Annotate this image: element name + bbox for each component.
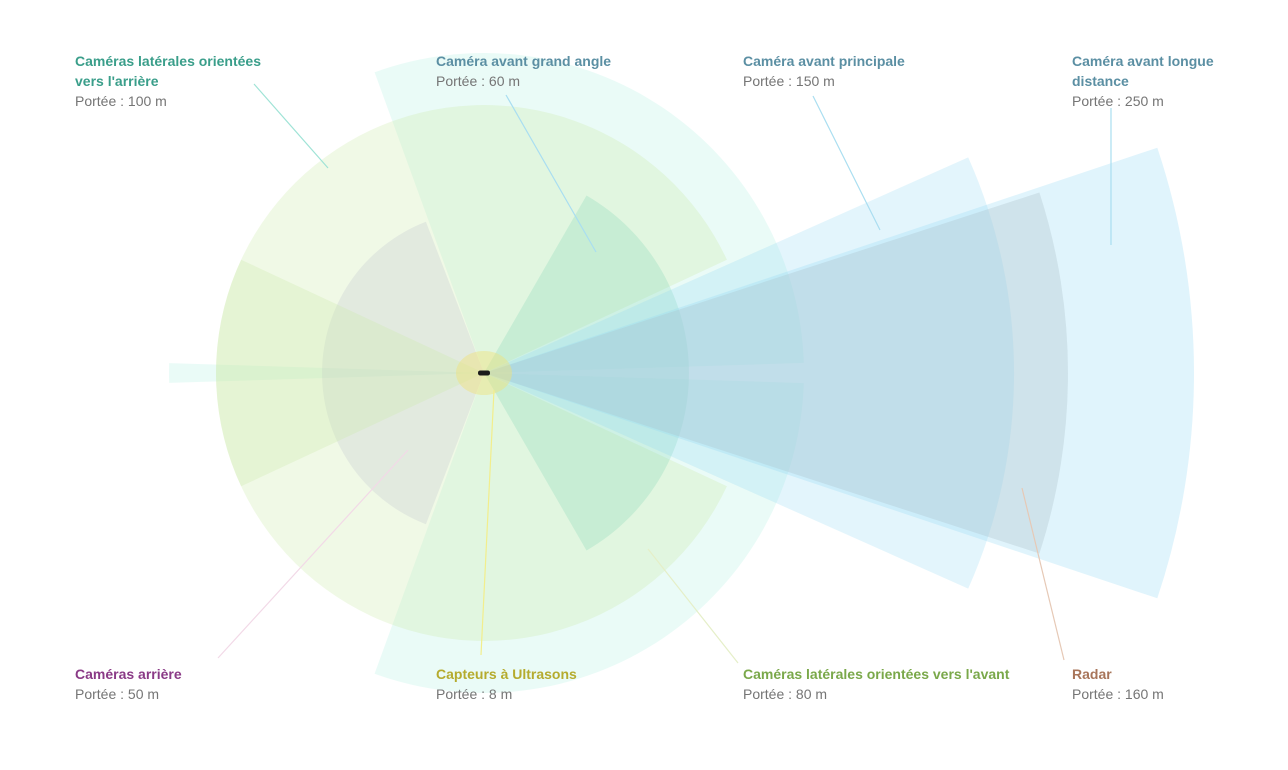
ultrasonic-sensors-title: Capteurs à Ultrasons (436, 666, 577, 682)
label-radar: Radar Portée : 160 m (1072, 664, 1247, 704)
side-rear-upper-sector (374, 53, 804, 374)
leader-lines (217, 83, 1112, 664)
side-rear-back-sliver (169, 363, 484, 383)
main-forward-camera-title: Caméra avant principale (743, 53, 905, 69)
side-forward-upper-sector (216, 105, 727, 487)
side-rear-leader (253, 83, 329, 169)
side-rear-cameras-range: Portée : 100 m (75, 93, 167, 109)
label-ultrasonic-sensors: Capteurs à Ultrasons Portée : 8 m (436, 664, 666, 704)
rear-cameras-range: Portée : 50 m (75, 686, 160, 702)
side-rear-cameras-title: Caméras latérales orientées vers l'arriè… (75, 53, 261, 89)
car-icon (478, 370, 490, 376)
label-side-rear-cameras: Caméras latérales orientées vers l'arriè… (75, 51, 290, 111)
rear-cameras-title: Caméras arrière (75, 666, 182, 682)
side-rear-lower-sector (374, 373, 804, 693)
main-camera-sector (484, 157, 1015, 589)
side-forward-lower-sector (216, 259, 727, 641)
coverage-sectors (169, 53, 1194, 693)
label-long-range-camera: Caméra avant longue distance Portée : 25… (1072, 51, 1247, 111)
side-forward-cameras-range: Portée : 80 m (743, 686, 828, 702)
main-forward-camera-range: Portée : 150 m (743, 73, 835, 89)
side-forward-leader (647, 548, 739, 664)
label-rear-cameras: Caméras arrière Portée : 50 m (75, 664, 305, 704)
wide-angle-camera-range: Portée : 60 m (436, 73, 521, 89)
wide-angle-leader (505, 94, 597, 253)
radar-leader (1021, 487, 1065, 661)
main-camera-leader (812, 95, 881, 231)
label-wide-angle-camera: Caméra avant grand angle Portée : 60 m (436, 51, 666, 91)
rear-camera-sector (322, 221, 484, 525)
long-range-camera-range: Portée : 250 m (1072, 93, 1164, 109)
radar-sector (484, 192, 1068, 554)
long-range-sector (484, 147, 1194, 599)
side-forward-cameras-title: Caméras latérales orientées vers l'avant (743, 666, 1010, 682)
radar-title: Radar (1072, 666, 1112, 682)
label-main-forward-camera: Caméra avant principale Portée : 150 m (743, 51, 973, 91)
radar-range: Portée : 160 m (1072, 686, 1164, 702)
rear-camera-leader (217, 449, 409, 659)
wide-angle-camera-title: Caméra avant grand angle (436, 53, 612, 69)
label-side-forward-cameras: Caméras latérales orientées vers l'avant… (743, 664, 1053, 704)
ultrasonic-sensors-range: Portée : 8 m (436, 686, 513, 702)
long-range-camera-title: Caméra avant longue distance (1072, 53, 1214, 89)
wide-angle-sector (484, 195, 689, 551)
ultrasonic-leader (480, 389, 495, 656)
car-body (478, 370, 490, 376)
